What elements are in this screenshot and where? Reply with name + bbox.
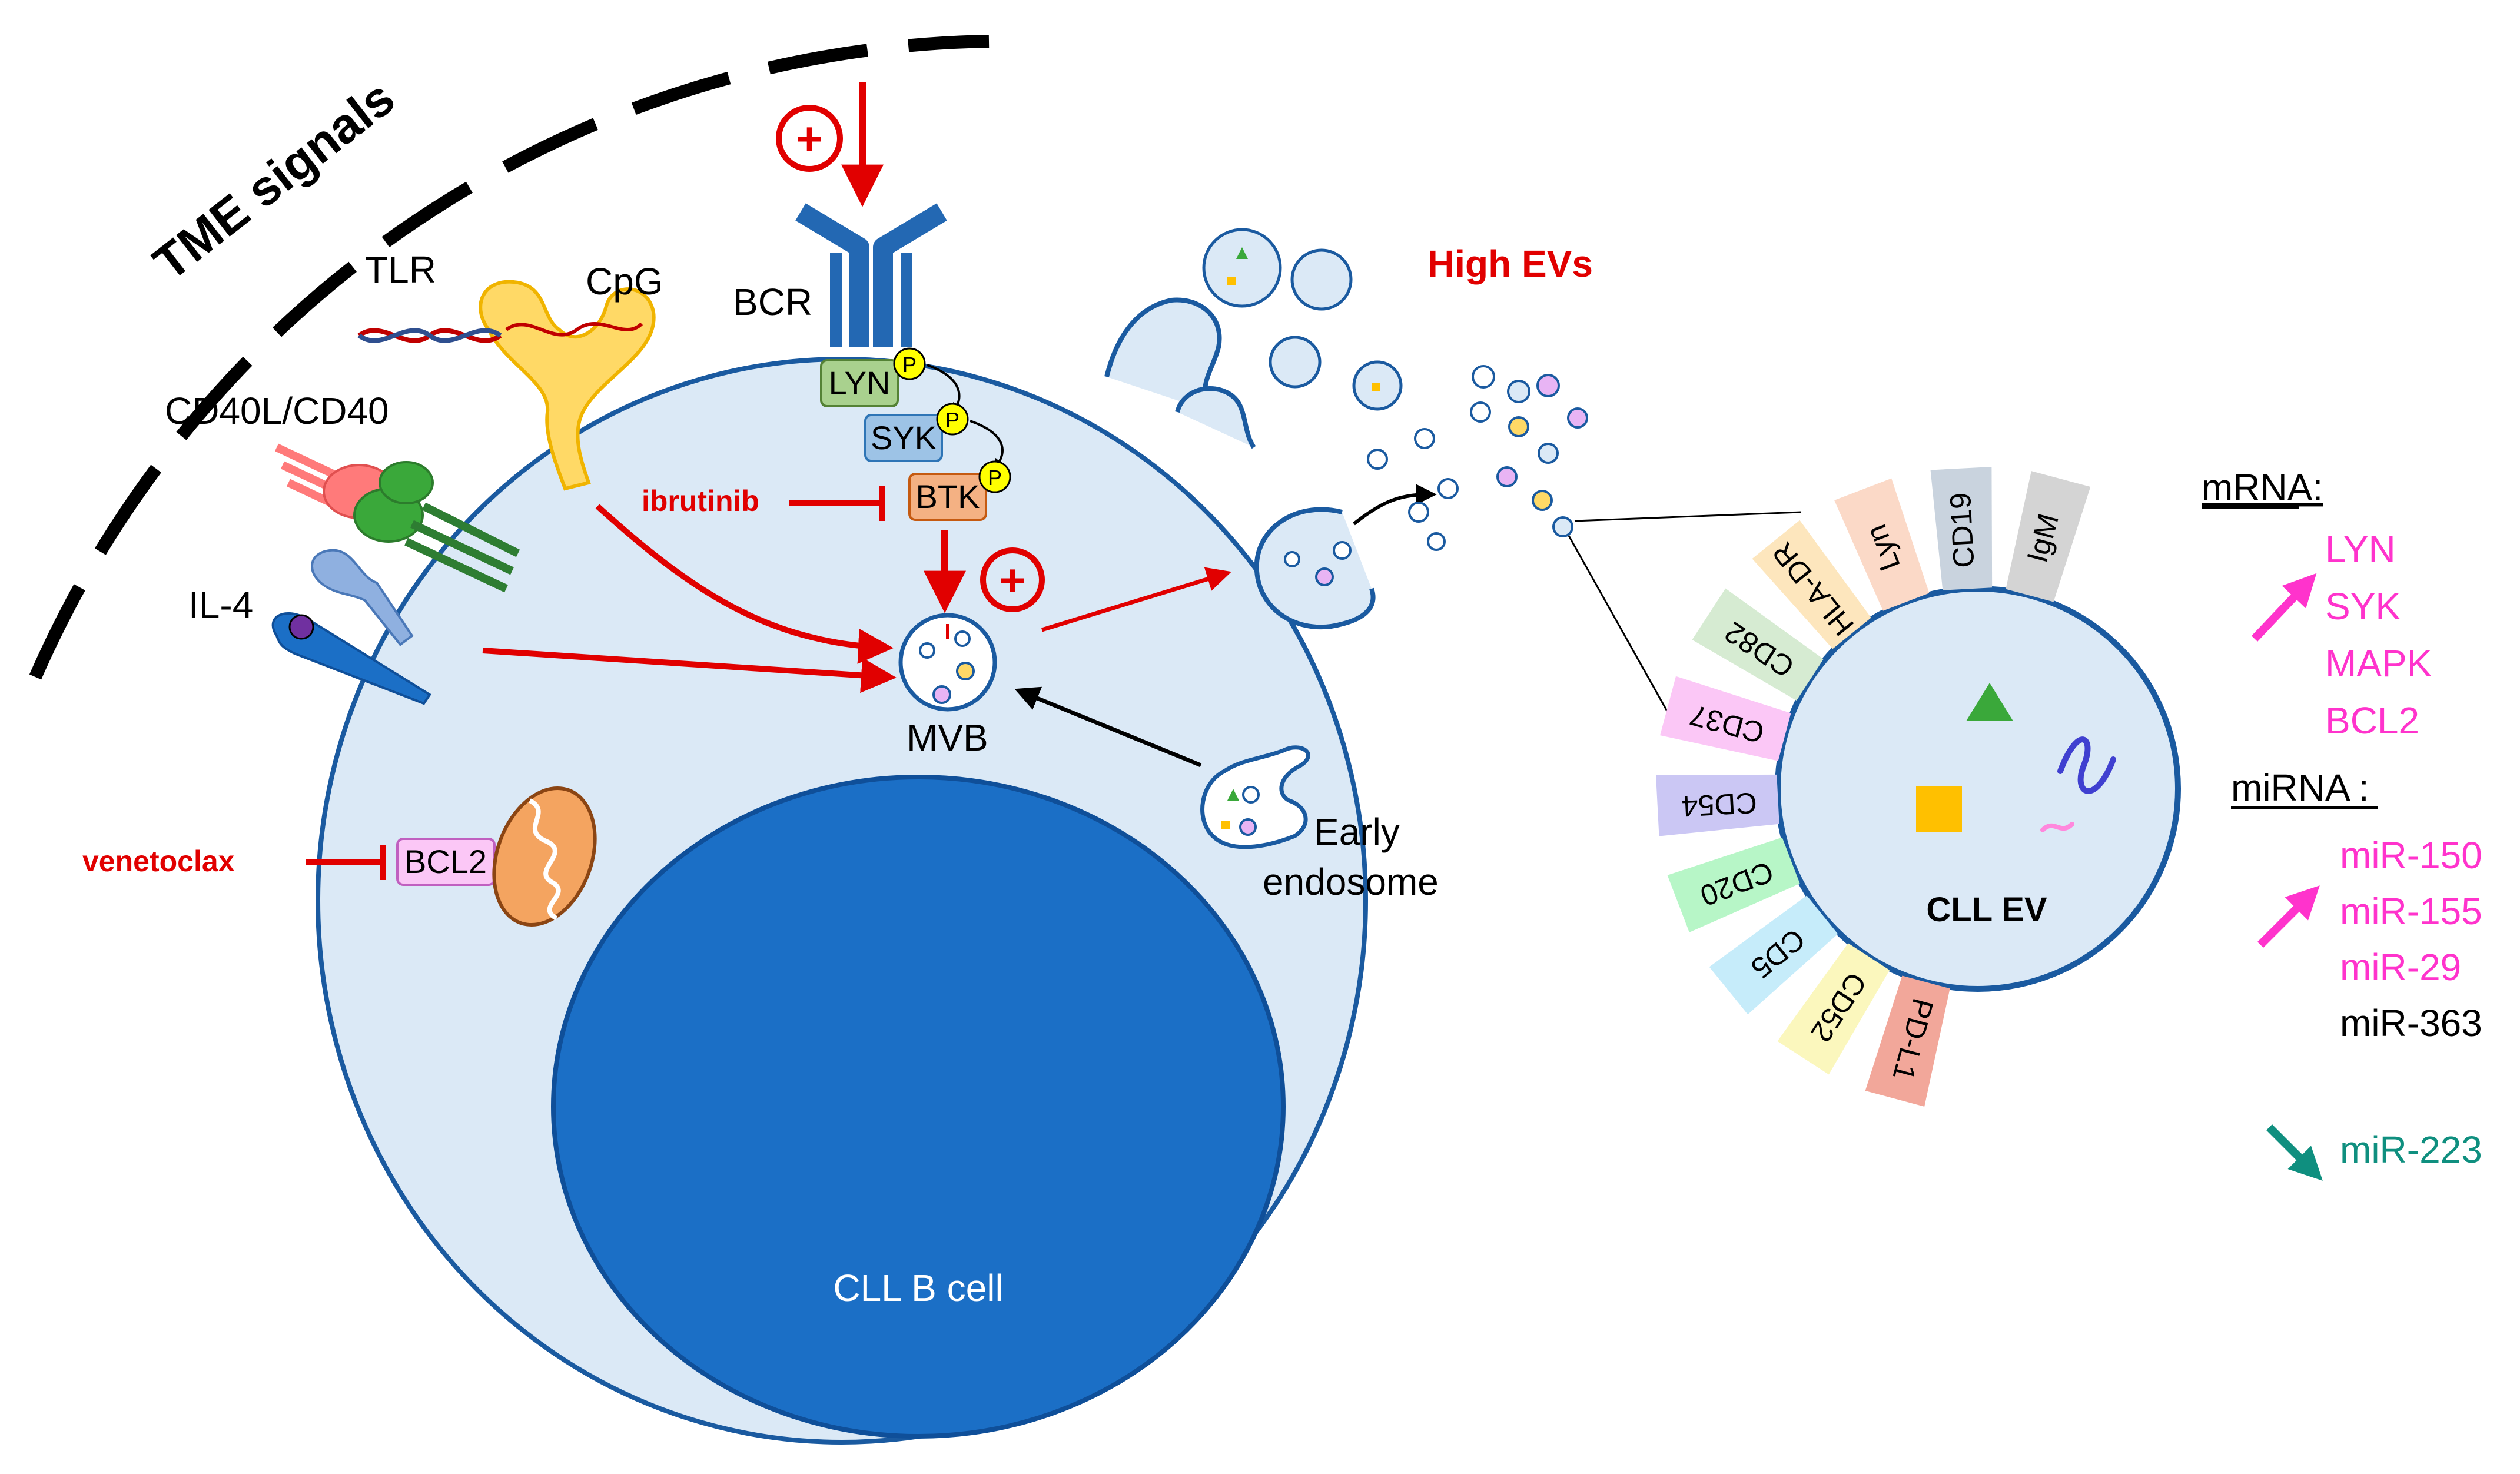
svg-text:P: P — [945, 408, 959, 432]
mirna-up-list: miR-150 miR-155 miR-29 miR-363 — [2340, 834, 2482, 1044]
mirna-up-item: miR-29 — [2340, 946, 2461, 988]
ev-marker-pd-l1: PD-L1 — [1865, 975, 1950, 1107]
budding-vesicle-small — [1175, 386, 1256, 449]
cpg-label: CpG — [586, 260, 663, 303]
il4-mvb-arrow — [482, 648, 897, 693]
mvb-label: MVB — [907, 716, 988, 759]
ev-marker-shape — [1660, 676, 1791, 761]
tlr-mvb-arrow — [595, 504, 894, 664]
ev-marker-cd19: CD19 — [1930, 467, 1993, 590]
ev-marker-shape — [2006, 471, 2091, 602]
ev-marker-shape — [1692, 588, 1824, 701]
mrna-item: LYN — [2325, 528, 2396, 570]
btk-kinase: BTK P — [908, 460, 1011, 521]
cd40-receptor — [275, 443, 520, 593]
ev-label: CLL EV — [1926, 891, 2047, 929]
venetoclax-label: venetoclax — [82, 845, 235, 878]
ev-marker-shape — [1752, 520, 1871, 649]
ev-marker-shape — [1667, 837, 1800, 932]
tme-boundary-arc — [29, 35, 990, 680]
ev-square-cargo — [1916, 786, 1962, 832]
btk-plus-sign: + — [1000, 556, 1025, 606]
il4-label: IL-4 — [188, 584, 253, 626]
ev-marker-shape — [1709, 895, 1838, 1015]
cll-ev — [1775, 586, 2181, 992]
ev-marker-shape — [1656, 774, 1779, 836]
ev-marker-label: CD54 — [1681, 786, 1758, 824]
bcr-receptor — [795, 203, 947, 347]
early-endosome-label-2: endosome — [1263, 861, 1439, 903]
budding-vesicle — [1104, 297, 1222, 414]
high-evs-label: High EVs — [1427, 243, 1593, 285]
svg-text:BCL2: BCL2 — [404, 843, 487, 880]
ev-marker-igm: IgM — [2006, 471, 2091, 602]
ibrutinib-label: ibrutinib — [642, 484, 759, 517]
bcr-plus-circle — [776, 105, 843, 172]
ev-marker-cd37: CD37 — [1660, 676, 1791, 761]
svg-text:P: P — [988, 466, 1002, 490]
mrna-item: SYK — [2325, 585, 2401, 628]
syk-kinase: SYK P — [864, 403, 969, 462]
mrna-title: mRNA: — [2202, 466, 2323, 509]
mrna-item: BCL2 — [2325, 699, 2419, 742]
tlr-receptor — [479, 280, 656, 491]
ev-marker-label: CD19 — [1944, 492, 1981, 569]
ev-release-arrow — [1353, 484, 1437, 526]
mirna-down-arrow — [2266, 1124, 2323, 1181]
ev-marker-shape — [1834, 478, 1930, 611]
ev-mirna-cargo — [2040, 822, 2074, 832]
mirna-down-list: miR-223 — [2340, 1128, 2482, 1171]
mirna-up-arrow — [2257, 885, 2320, 948]
bcr-plus-sign: + — [796, 112, 823, 164]
mrna-item: MAPK — [2325, 642, 2432, 685]
cpg-dna-strand — [357, 328, 502, 343]
mirna-title: miRNA : — [2231, 766, 2369, 809]
mirna-up-item: miR-150 — [2340, 834, 2482, 877]
mrna-up-arrow — [2251, 573, 2317, 642]
mirna-up-item: miR-363 — [2340, 1002, 2482, 1044]
endosome-mvb-arrow — [1014, 686, 1202, 768]
mirna-down-item: miR-223 — [2340, 1128, 2482, 1171]
early-endosome-label-1: Early — [1314, 811, 1400, 853]
zoom-line-top — [1574, 511, 1802, 522]
bcr-label: BCR — [733, 281, 812, 323]
ev-marker-cd54: CD54 — [1656, 774, 1779, 836]
mvb-release-arrow — [1041, 567, 1232, 632]
cd40-label: CD40L/CD40 — [165, 390, 389, 432]
ev-marker-lyn: Lyn — [1834, 478, 1930, 611]
mitochondrion — [492, 786, 597, 927]
tlr-label: TLR — [365, 248, 436, 291]
lyn-kinase: LYN P — [820, 347, 926, 407]
cell-label: CLL B cell — [833, 1267, 1003, 1309]
bcl2-protein: BCL2 — [396, 838, 496, 886]
svg-text:SYK: SYK — [871, 419, 937, 456]
zoom-line-bottom — [1568, 535, 1679, 731]
cpg-dna-right — [505, 322, 643, 337]
ev-marker-cd82: CD82 — [1692, 588, 1824, 701]
ev-marker-shape — [1930, 467, 1993, 590]
nucleus — [551, 775, 1286, 1439]
il4-receptor — [271, 549, 431, 705]
ev-marker-shape — [1777, 943, 1890, 1075]
mrna-list: LYN SYK MAPK BCL2 — [2325, 528, 2432, 742]
svg-text:LYN: LYN — [829, 364, 891, 401]
mirna-up-item: miR-155 — [2340, 890, 2482, 932]
svg-text:BTK: BTK — [916, 478, 980, 515]
mvb — [898, 613, 997, 712]
early-endosome — [1200, 745, 1310, 849]
ev-mrna-cargo — [2057, 736, 2116, 794]
exocytosis-cup — [1254, 507, 1376, 630]
svg-text:P: P — [902, 353, 917, 377]
released-evs — [1202, 228, 1588, 586]
ev-marker-shape — [1865, 975, 1950, 1107]
ev-marker-cd20: CD20 — [1667, 837, 1800, 932]
btk-plus-circle — [980, 547, 1045, 612]
ev-triangle-cargo — [1966, 683, 2013, 721]
